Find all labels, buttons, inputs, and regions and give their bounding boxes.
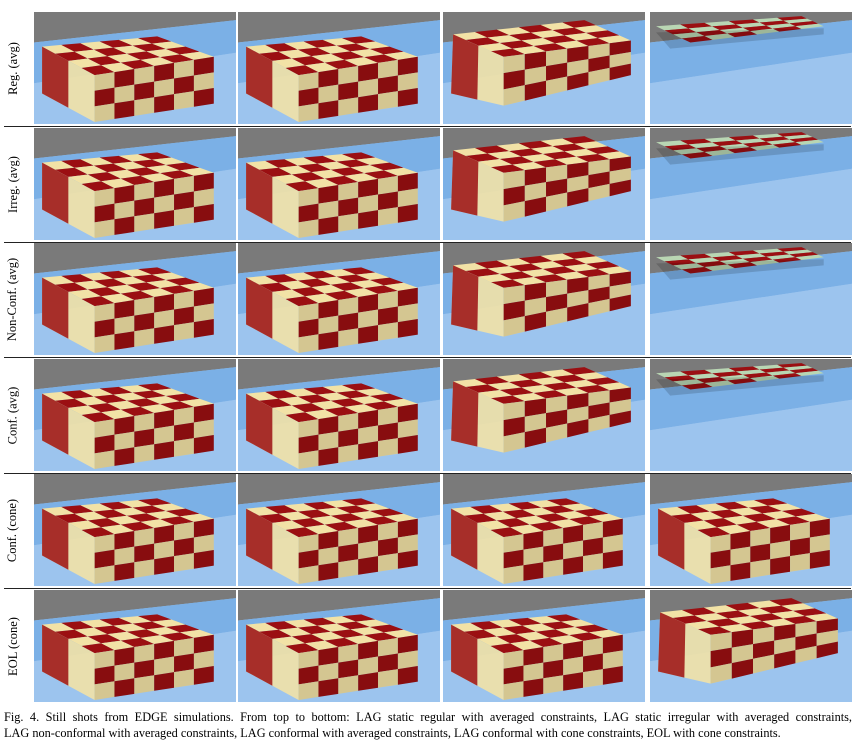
row-label: Reg. (avg) bbox=[0, 12, 26, 124]
caption-line-2: LAG non-conformal with averaged constrai… bbox=[4, 726, 781, 740]
still-shot-image bbox=[650, 128, 852, 240]
row-separator bbox=[4, 357, 851, 358]
caption-line-1: Fig. 4. Still shots from EDGE simulation… bbox=[4, 710, 852, 724]
still-shot-image bbox=[238, 474, 440, 586]
row-label-text: Conf. (avg) bbox=[5, 386, 20, 444]
still-shot-image bbox=[443, 243, 645, 355]
row-label: Non-Conf. (avg) bbox=[0, 243, 26, 355]
still-shot-image bbox=[238, 243, 440, 355]
still-shot-image bbox=[34, 243, 236, 355]
still-shot-image bbox=[34, 590, 236, 702]
still-shot-image bbox=[238, 128, 440, 240]
still-shot-image bbox=[650, 590, 852, 702]
row-separator bbox=[4, 588, 851, 589]
row-label: Conf. (cone) bbox=[0, 474, 26, 586]
row-label: Irreg. (avg) bbox=[0, 128, 26, 240]
still-shot-image bbox=[34, 474, 236, 586]
row-label-text: Reg. (avg) bbox=[5, 41, 20, 95]
still-shot-image bbox=[650, 359, 852, 471]
row-label-text: Irreg. (avg) bbox=[5, 155, 20, 213]
row-separator bbox=[4, 473, 851, 474]
figure-caption: Fig. 4. Still shots from EDGE simulation… bbox=[4, 709, 852, 741]
still-shot-image bbox=[238, 359, 440, 471]
still-shot-image bbox=[443, 359, 645, 471]
still-shot-image bbox=[443, 128, 645, 240]
row-label-text: Non-Conf. (avg) bbox=[5, 257, 20, 341]
row-label-text: EOL (cone) bbox=[5, 616, 20, 676]
row-separator bbox=[4, 126, 851, 127]
row-label: EOL (cone) bbox=[0, 590, 26, 702]
still-shot-image bbox=[650, 243, 852, 355]
still-shot-image bbox=[34, 128, 236, 240]
still-shot-image bbox=[34, 12, 236, 124]
row-label-text: Conf. (cone) bbox=[5, 498, 20, 562]
still-shot-image bbox=[443, 590, 645, 702]
row-separator bbox=[4, 242, 851, 243]
figure: Reg. (avg) Irreg. (avg) Non-Conf. (avg) Con… bbox=[0, 12, 852, 702]
still-shot-image bbox=[650, 474, 852, 586]
still-shot-image bbox=[443, 12, 645, 124]
still-shot-image bbox=[238, 12, 440, 124]
still-shot-image bbox=[443, 474, 645, 586]
still-shot-image bbox=[238, 590, 440, 702]
still-shot-image bbox=[34, 359, 236, 471]
still-shot-image bbox=[650, 12, 852, 124]
row-label: Conf. (avg) bbox=[0, 359, 26, 471]
